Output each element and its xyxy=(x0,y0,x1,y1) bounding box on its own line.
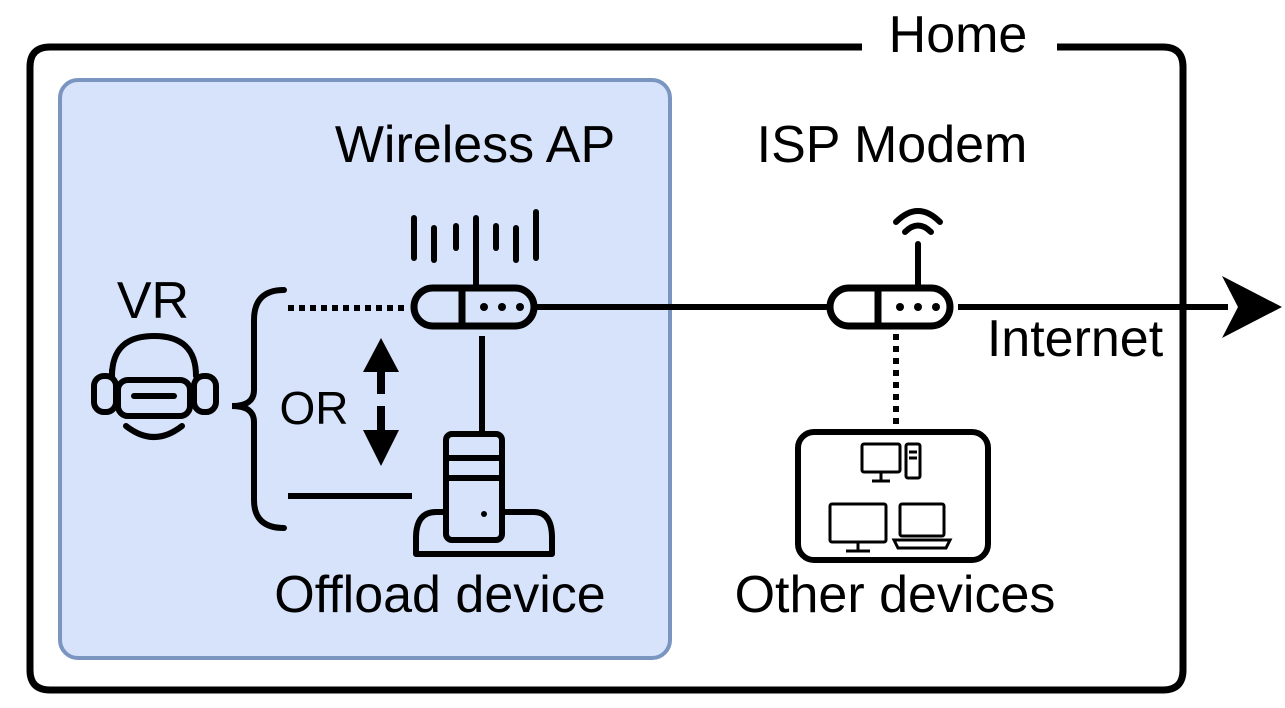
wireless-router-icon xyxy=(410,209,539,330)
internet-label: Internet xyxy=(987,310,1164,368)
desktop-monitor-icon xyxy=(860,442,922,483)
other-devices-box xyxy=(795,429,991,563)
laptop-icon xyxy=(891,502,953,550)
isp-modem-label: ISP Modem xyxy=(757,116,1028,174)
home-label: Home xyxy=(889,6,1028,64)
connection-choice-brace xyxy=(231,287,287,531)
right-arrow-icon xyxy=(1222,276,1282,338)
desktop-monitor-icon xyxy=(828,502,888,553)
offload-device-label: Offload device xyxy=(274,566,605,624)
other-devices-label: Other devices xyxy=(735,566,1056,624)
or-label: OR xyxy=(280,382,349,434)
wireless-ap-label: Wireless AP xyxy=(335,116,615,174)
vr-label: VR xyxy=(117,272,189,330)
up-down-arrow-icon xyxy=(363,338,399,466)
offload-tower-pc-icon xyxy=(413,431,555,557)
home-boundary xyxy=(26,43,1187,694)
vr-headset-icon xyxy=(91,332,219,440)
isp-modem-icon xyxy=(826,208,954,330)
